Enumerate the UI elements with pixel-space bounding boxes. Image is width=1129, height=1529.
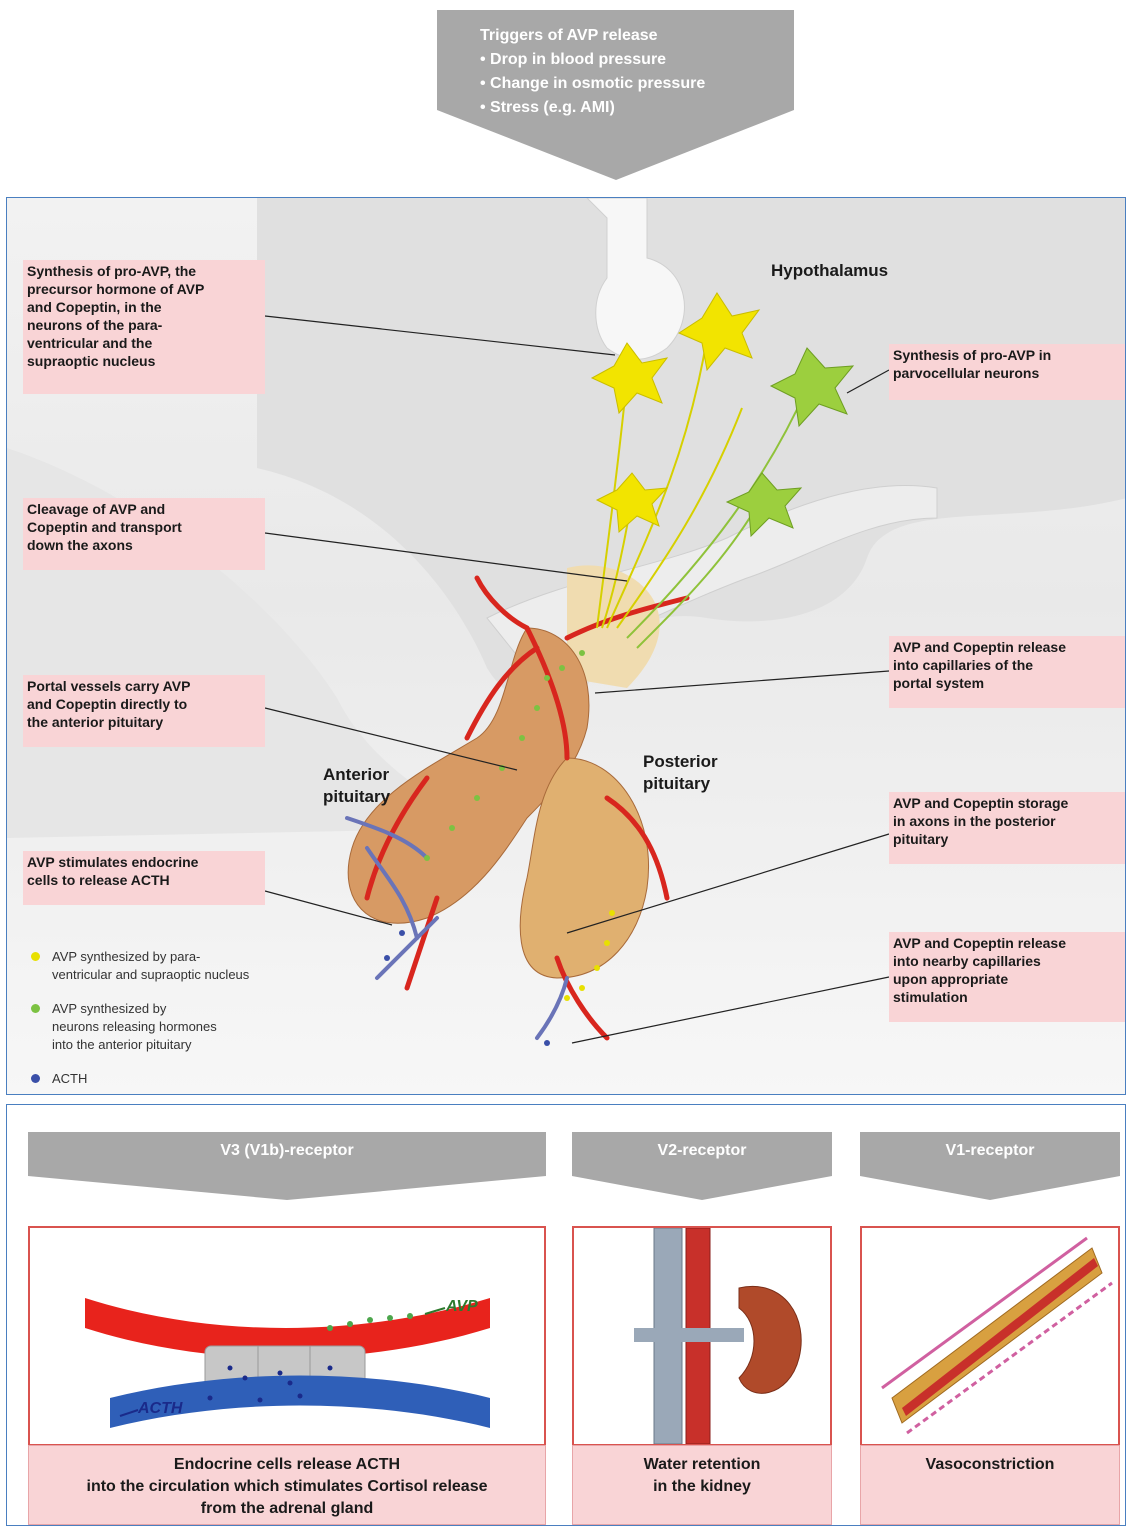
receptor-v3-label: V3 (V1b)-receptor [28,1132,546,1174]
blood-vessel-illustration [862,1228,1118,1444]
receptor-v2-label: V2-receptor [572,1132,832,1174]
caption-line: Endocrine cells release ACTH [29,1454,545,1476]
caption-line: in the kidney [573,1476,831,1498]
v2-illustration-box [572,1226,832,1446]
caption-line: from the adrenal gland [29,1498,545,1520]
caption-line: into the circulation which stimulates Co… [29,1476,545,1498]
endocrine-cells-illustration [30,1228,544,1444]
receptor-v1-label: V1-receptor [860,1132,1120,1174]
avp-label: AVP [446,1298,478,1316]
v1-illustration-box [860,1226,1120,1446]
caption-line: Vasoconstriction [861,1454,1119,1476]
caption-line: Water retention [573,1454,831,1476]
caption-v2: Water retention in the kidney [572,1445,832,1525]
acth-label: ACTH [138,1400,182,1418]
v3-illustration-box: AVP ACTH [28,1226,546,1446]
kidney-illustration [574,1228,830,1444]
caption-v1: Vasoconstriction [860,1445,1120,1525]
caption-v3: Endocrine cells release ACTH into the ci… [28,1445,546,1525]
